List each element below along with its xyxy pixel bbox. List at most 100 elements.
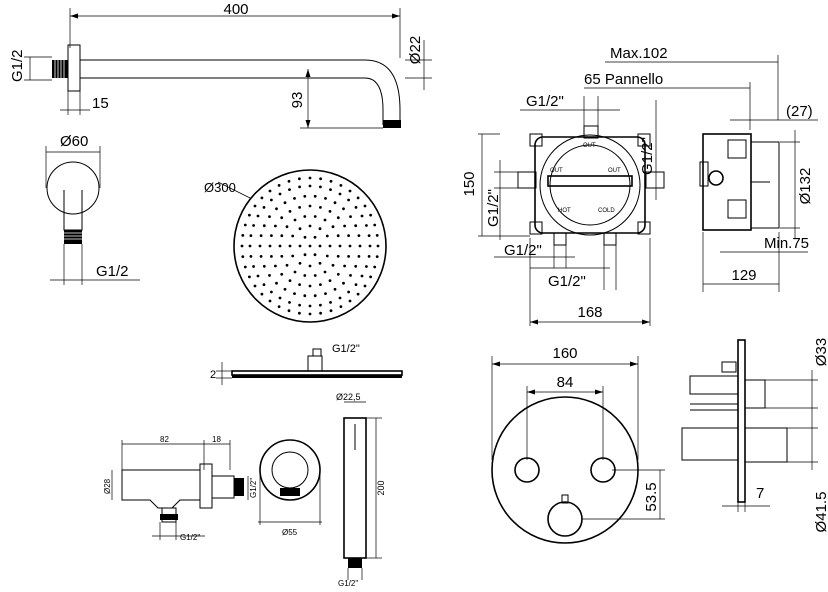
nozzle-dot: [369, 275, 372, 279]
nozzle-dot: [343, 264, 346, 268]
outlet-width-label: 18: [212, 435, 221, 444]
nozzle-dot: [323, 218, 327, 222]
nozzle-dot: [363, 204, 367, 208]
nozzle-dot: [323, 270, 327, 274]
nozzle-dot: [278, 192, 282, 196]
nozzle-dot: [336, 272, 340, 276]
nozzle-dot: [325, 254, 329, 258]
nozzle-dot: [298, 303, 301, 307]
nozzle-dot: [308, 184, 312, 188]
nozzle-dot: [256, 274, 260, 278]
wall-arm-view: 400 G1/2 Ø22 93: [9, 1, 432, 129]
nozzle-dot: [298, 185, 301, 189]
mixer-max-depth-label: Max.102: [610, 45, 668, 62]
nozzle-dot: [256, 214, 260, 218]
nozzle-dot: [367, 234, 371, 238]
nozzle-dot: [331, 225, 335, 229]
nozzle-dot: [298, 206, 301, 209]
nozzle-dot: [258, 244, 262, 248]
nozzle-dot: [268, 244, 272, 248]
nozzle-dot: [308, 284, 312, 288]
nozzle-dot: [274, 224, 277, 228]
nozzle-dot: [319, 283, 322, 286]
nozzle-dot: [375, 255, 379, 258]
nozzle-dot: [308, 224, 312, 228]
mixer-height-label: 150: [461, 171, 478, 196]
nozzle-dot: [303, 294, 307, 298]
nozzle-dot: [348, 189, 352, 193]
nozzle-dot: [240, 244, 244, 248]
hand-shower-diameter-label: Ø22,5: [336, 392, 361, 402]
nozzle-dot: [303, 235, 307, 239]
nozzle-dot: [308, 244, 312, 248]
mixer-thread-top-label: G1/2": [526, 93, 564, 110]
mixer-thread-bottom-left-label: G1/2": [504, 242, 542, 259]
nozzle-dot: [293, 197, 296, 200]
nozzle-dot: [288, 279, 292, 282]
nozzle-dot: [298, 177, 301, 181]
nozzle-dot: [268, 189, 272, 193]
nozzle-dot: [303, 194, 307, 198]
port-top-label: OUT: [583, 143, 596, 149]
mixer-thread-right-label: G1/2": [639, 137, 656, 175]
nozzle-dot: [319, 177, 322, 181]
nozzle-pattern: [240, 176, 380, 316]
knob-spacing-label: 84: [557, 374, 574, 391]
nozzle-dot: [365, 224, 368, 227]
outlet-side-thread-label: G1/2": [249, 478, 258, 498]
nozzle-dot: [313, 215, 317, 218]
nozzle-dot: [270, 290, 273, 294]
shower-head-diameter-label: Ø300: [204, 180, 236, 195]
nozzle-dot: [349, 274, 352, 277]
nozzle-dot: [329, 179, 333, 183]
nozzle-dot: [336, 254, 340, 258]
nozzle-dot: [354, 283, 358, 286]
nozzle-dot: [367, 255, 371, 258]
nozzle-dot: [298, 244, 302, 248]
mixer-width-label: 168: [577, 304, 602, 321]
shower-head-thickness-label: 2: [210, 369, 216, 381]
mixer-min-depth-label: Min.75: [764, 235, 809, 252]
nozzle-dot: [339, 305, 343, 308]
nozzle-dot: [243, 265, 247, 269]
pipe-diameter-label: Ø22: [407, 36, 424, 64]
nozzle-dot: [360, 274, 364, 278]
nozzle-dot: [268, 215, 271, 219]
nozzle-dot: [308, 204, 312, 208]
stem-bottom-diameter-label: Ø41.5: [813, 492, 828, 533]
nozzle-dot: [288, 244, 292, 248]
nozzle-dot: [328, 210, 332, 213]
nozzle-dot: [342, 281, 345, 285]
nozzle-dot: [249, 234, 253, 238]
nozzle-dot: [241, 255, 245, 258]
nozzle-dot: [262, 283, 266, 286]
nozzle-dot: [313, 194, 317, 198]
nozzle-dot: [288, 210, 292, 213]
arm-thread-label: G1/2: [9, 49, 26, 82]
nozzle-dot: [270, 198, 273, 202]
mixer-thread-left-label: G1/2": [485, 189, 502, 227]
nozzle-dot: [347, 198, 350, 202]
nozzle-dot: [319, 311, 322, 315]
nozzle-dot: [360, 214, 364, 218]
nozzle-dot: [338, 244, 342, 248]
nozzle-dot: [248, 244, 252, 248]
nozzle-dot: [283, 287, 287, 291]
nozzle-dot: [354, 264, 358, 268]
nozzle-dot: [280, 272, 284, 276]
nozzle-dot: [357, 255, 361, 258]
faceplate-side: Ø33 Ø41.5 7: [681, 338, 828, 533]
nozzle-dot: [283, 201, 287, 205]
shower-head-thread-label: G1/2": [332, 343, 360, 355]
nozzle-dot: [313, 235, 317, 239]
nozzle-dot: [338, 296, 342, 300]
nozzle-dot: [342, 207, 345, 211]
nozzle-dot: [268, 274, 271, 277]
faceplate-diameter-label: 160: [552, 345, 577, 362]
mixer-panel-label: 65 Pannello: [584, 71, 663, 88]
shower-head-top-view: Ø300: [204, 169, 387, 323]
nozzle-dot: [354, 224, 358, 228]
nozzle-dot: [293, 218, 297, 222]
nozzle-dot: [325, 234, 329, 238]
nozzle-dot: [291, 234, 295, 238]
